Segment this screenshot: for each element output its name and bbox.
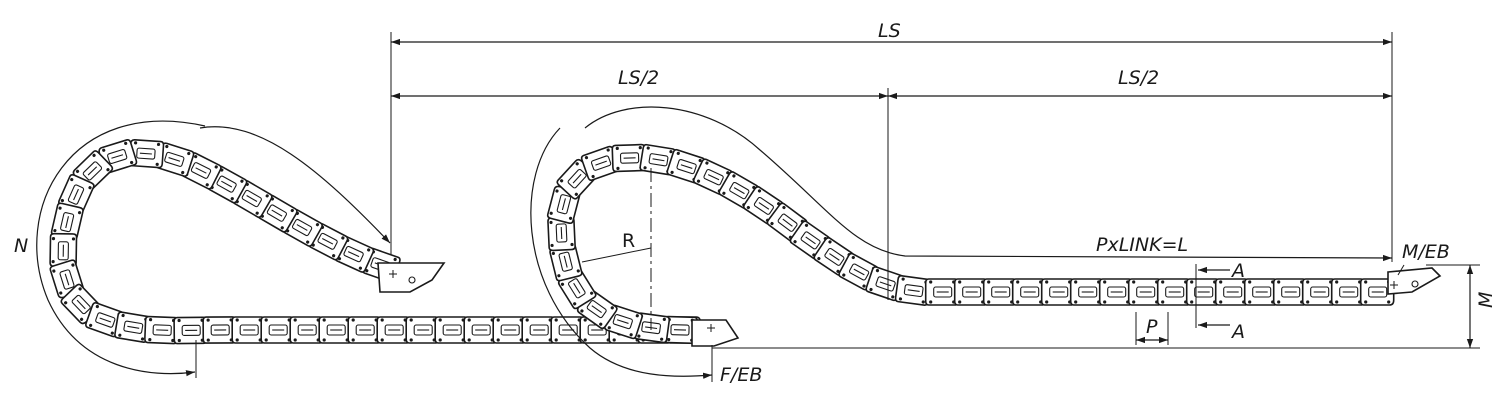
label-pitch: P — [1146, 316, 1158, 338]
label-section-a-top: A — [1230, 260, 1245, 282]
chain-link — [1330, 278, 1366, 306]
chain-link — [173, 316, 209, 345]
envelope-line-left — [199, 126, 391, 244]
chain-link — [318, 316, 354, 344]
loop-arc-right — [530, 127, 713, 379]
chain-link — [260, 316, 296, 344]
label-loop-n: N — [14, 235, 28, 257]
chain-link — [128, 139, 165, 169]
chain-link — [521, 316, 557, 344]
label-section-a-bottom: A — [1230, 321, 1245, 343]
label-radius: R — [622, 230, 635, 252]
chain-link — [347, 316, 383, 344]
label-chain-length: PxLINK=L — [1096, 234, 1188, 256]
radius-leader — [581, 247, 652, 263]
chain-link — [1127, 278, 1163, 306]
chain-link — [1185, 278, 1221, 306]
envelope-line-right — [584, 106, 1393, 262]
dimension-ls — [390, 32, 1393, 262]
dimension-p — [1135, 312, 1169, 345]
chain-link — [202, 316, 238, 344]
chain-links — [49, 138, 1395, 345]
label-ls-half-left: LS/2 — [618, 67, 659, 89]
chain-link — [550, 316, 586, 344]
chain-link — [1040, 278, 1076, 306]
moving-end-bracket-shape — [1387, 267, 1442, 295]
chain-link — [1214, 278, 1250, 306]
chain-link — [289, 316, 325, 344]
chain-link — [434, 316, 470, 344]
label-ls-half-right: LS/2 — [1118, 67, 1159, 89]
label-fixed-end: F/EB — [720, 364, 762, 386]
chain-link — [114, 311, 152, 343]
label-height: M — [1475, 292, 1497, 308]
upper-end-bracket-shape — [377, 262, 446, 293]
dimension-m — [1426, 264, 1480, 348]
chain-link — [1069, 278, 1105, 306]
label-moving-end: M/EB — [1402, 241, 1450, 263]
label-ls: LS — [878, 20, 901, 42]
chain-link — [1301, 278, 1337, 306]
dimension-half-strokes — [391, 88, 1392, 300]
chain-link — [1156, 278, 1192, 306]
chain-link — [492, 316, 528, 344]
chain-link — [376, 316, 412, 344]
chain-link — [405, 316, 441, 344]
chain-link — [982, 278, 1018, 306]
chain-link — [1243, 278, 1279, 306]
fixed-end-bracket-shape — [691, 319, 740, 347]
loop-arc-n — [36, 120, 206, 377]
chain-link — [1011, 278, 1047, 306]
chain-link — [953, 278, 989, 306]
chain-link — [1098, 278, 1134, 306]
chain-link — [924, 278, 960, 306]
chain-link — [463, 316, 499, 344]
chain-link — [894, 275, 932, 306]
chain-link — [1272, 278, 1308, 306]
section-a-a — [1195, 264, 1230, 329]
chain-link — [231, 316, 266, 344]
